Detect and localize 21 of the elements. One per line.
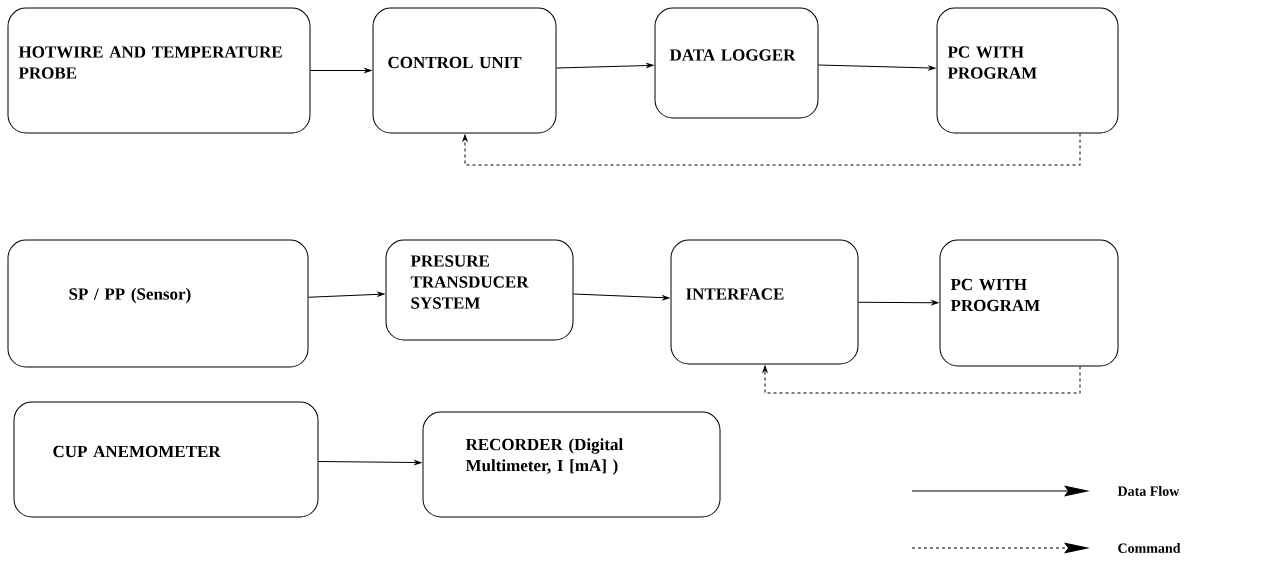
arrow <box>310 68 372 73</box>
process-box: PC WITH PROGRAM <box>939 239 1119 367</box>
process-box: PRESURE TRANSDUCER SYSTEM <box>385 239 574 341</box>
arrow <box>318 460 422 465</box>
process-box: CUP ANEMOMETER <box>13 401 319 518</box>
process-box: SP / PP (Sensor) <box>7 239 309 368</box>
process-box: HOTWIRE AND TEMPERATURE PROBE <box>7 7 311 134</box>
arrow <box>462 133 1081 166</box>
arrow <box>556 63 654 69</box>
process-box: DATA LOGGER <box>654 7 819 119</box>
legend-label: Data Flow <box>1117 486 1180 496</box>
process-box: CONTROL UNIT <box>372 7 557 134</box>
arrow <box>762 365 1081 394</box>
arrow <box>858 300 939 306</box>
process-box: RECORDER (Digital Multimeter, I [mA] ) <box>422 411 721 518</box>
legend-label: Command <box>1118 543 1181 553</box>
process-box: PC WITH PROGRAM <box>936 7 1119 134</box>
process-box: INTERFACE <box>670 239 859 365</box>
arrow <box>573 293 670 301</box>
arrow <box>818 64 936 71</box>
arrow <box>308 291 385 298</box>
